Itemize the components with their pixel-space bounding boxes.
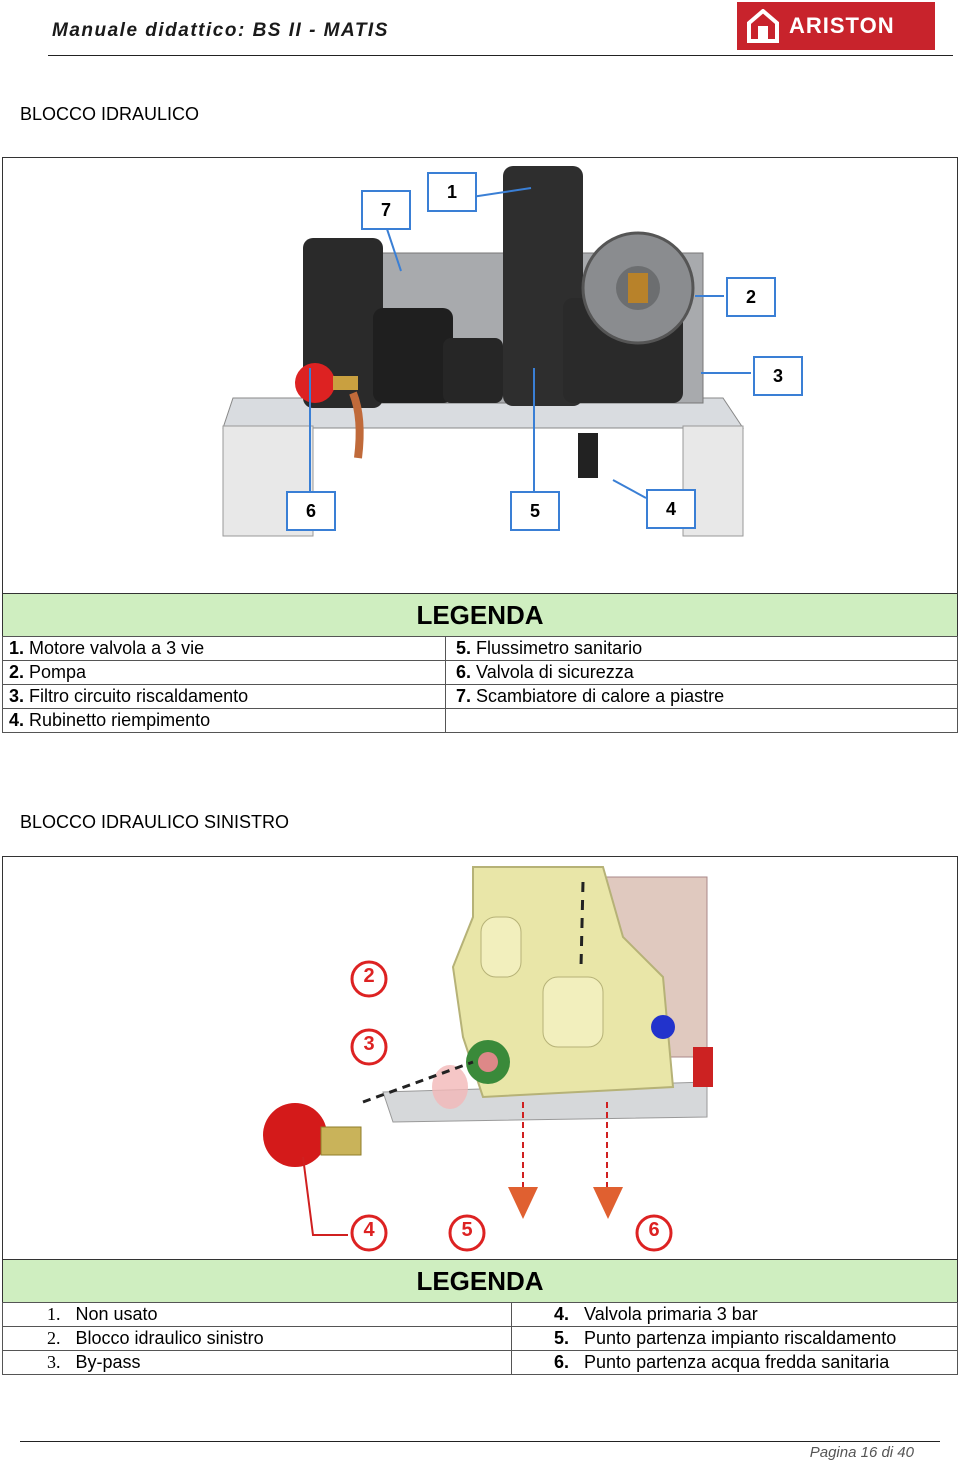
section-title-2: BLOCCO IDRAULICO SINISTRO — [20, 812, 290, 832]
legend-table-2: 1. Non usato 4. Valvola primaria 3 bar 2… — [2, 1302, 958, 1375]
legend-item-5: 5. Flussimetro sanitario — [445, 636, 958, 661]
footer-divider — [20, 1441, 940, 1442]
marker-2: 2 — [363, 965, 375, 987]
legend2-item-5: 5. Punto partenza impianto riscaldamento — [511, 1326, 958, 1351]
callout-2: 2 — [726, 277, 776, 317]
legend-row: 3. Filtro circuito riscaldamento 7. Scam… — [2, 684, 958, 709]
legend-item-4: 4. Rubinetto riempimento — [2, 708, 446, 733]
marker-5: 5 — [461, 1219, 473, 1241]
legend2-item-1: 1. Non usato — [2, 1302, 512, 1327]
legend-row: 4. Rubinetto riempimento — [2, 708, 958, 733]
legend-item-3: 3. Filtro circuito riscaldamento — [2, 684, 446, 709]
legend-empty — [445, 708, 958, 733]
left-block-illustration — [263, 866, 713, 1252]
legend-item-6: 6. Valvola di sicurezza — [445, 660, 958, 685]
document-header-title: Manuale didattico: BS II - MATIS — [52, 20, 389, 41]
callout-5: 5 — [510, 491, 560, 531]
legend-row: 1. Non usato 4. Valvola primaria 3 bar — [2, 1302, 958, 1327]
legend-item-1: 1. Motore valvola a 3 vie — [2, 636, 446, 661]
legend2-item-3: 3. By-pass — [2, 1350, 512, 1375]
legend-item-2: 2. Pompa — [2, 660, 446, 685]
left-hydraulic-block-figure: 2 3 4 5 6 — [2, 856, 958, 1260]
legend-heading: LEGENDA — [2, 593, 958, 637]
header-divider — [48, 55, 953, 56]
hydraulic-block-illustration — [222, 166, 751, 537]
logo-text: ARISTON — [789, 13, 895, 38]
legend2-item-6: 6. Punto partenza acqua fredda sanitaria — [511, 1350, 958, 1375]
legend-row: 1. Motore valvola a 3 vie 5. Flussimetro… — [2, 636, 958, 661]
legend-row: 3. By-pass 6. Punto partenza acqua fredd… — [2, 1350, 958, 1375]
callout-6: 6 — [286, 491, 336, 531]
legend-table: 1. Motore valvola a 3 vie 5. Flussimetro… — [2, 636, 958, 733]
legend-row: 2. Blocco idraulico sinistro 5. Punto pa… — [2, 1326, 958, 1351]
callout-1: 1 — [427, 172, 477, 212]
legend-item-7: 7. Scambiatore di calore a piastre — [445, 684, 958, 709]
legend2-item-4: 4. Valvola primaria 3 bar — [511, 1302, 958, 1327]
callout-4: 4 — [646, 489, 696, 529]
marker-6: 6 — [648, 1219, 660, 1241]
hydraulic-block-figure: 7 1 2 3 6 5 4 — [2, 157, 958, 595]
callout-3: 3 — [753, 356, 803, 396]
section-title: BLOCCO IDRAULICO — [20, 104, 200, 124]
legend2-item-2: 2. Blocco idraulico sinistro — [2, 1326, 512, 1351]
marker-4: 4 — [363, 1219, 375, 1241]
page-number: Pagina 16 di 40 — [809, 1444, 914, 1461]
house-icon — [747, 9, 779, 43]
legend-row: 2. Pompa 6. Valvola di sicurezza — [2, 660, 958, 685]
marker-3: 3 — [363, 1033, 375, 1055]
legend-heading-2: LEGENDA — [2, 1259, 958, 1303]
callout-7: 7 — [361, 190, 411, 230]
ariston-logo: ARISTON — [737, 2, 935, 50]
